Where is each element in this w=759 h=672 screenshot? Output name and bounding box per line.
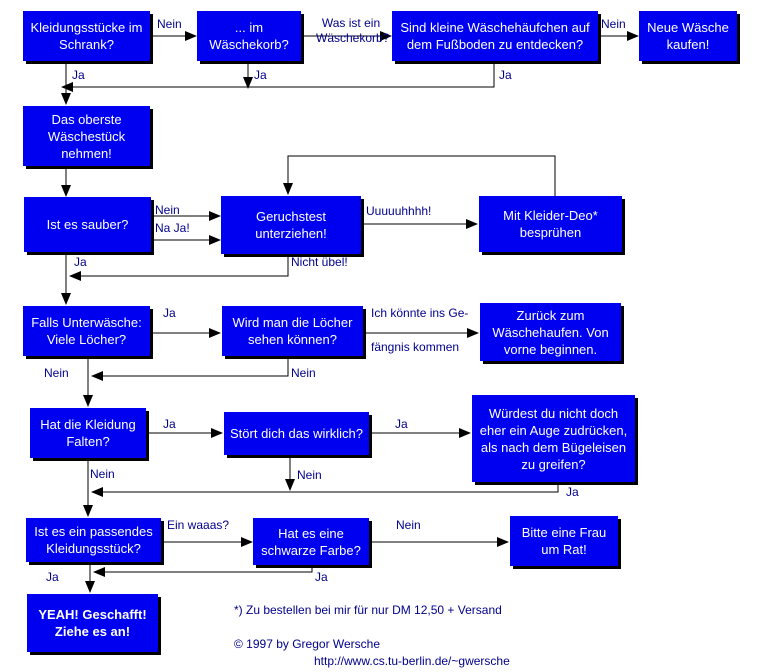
label-na-ja: Na Ja!	[155, 221, 190, 235]
label-nein: Nein	[44, 366, 69, 380]
label-ja: Ja	[499, 68, 512, 82]
label-ja: Ja	[72, 68, 85, 82]
label-ja: Ja	[566, 485, 579, 499]
label-uuuuhhhh: Uuuuuhhhh!	[366, 204, 432, 218]
box-im-waeschekorb: ... im Wäschekorb?	[197, 11, 301, 61]
box-falten: Hat die Kleidung Falten?	[30, 408, 146, 458]
label-ja: Ja	[74, 255, 87, 269]
edge-b7-b9	[69, 256, 289, 281]
box-zurueck-waeschehaufen: Zurück zum Wäschehaufen. Von vorne begin…	[480, 303, 621, 361]
label-ja: Ja	[46, 570, 59, 584]
box-loecher-sehen: Wird man die Löcher sehen können?	[222, 306, 363, 356]
box-passendes-kleidungsstueck: Ist es ein passendes Kleidungsstück?	[26, 518, 161, 562]
label-ja: Ja	[395, 417, 408, 431]
box-geschafft: YEAH! Geschafft! Ziehe es an!	[27, 594, 158, 652]
edge-b8-b7	[283, 155, 556, 196]
box-viele-loecher: Falls Unterwäsche: Viele Löcher?	[23, 306, 150, 356]
label-nein: Nein	[396, 518, 421, 532]
label-ein-waaas: Ein waaas?	[167, 518, 230, 532]
edge-b14-b15	[91, 484, 559, 497]
box-waeschehaeufchen: Sind kleine Wäschehäufchen auf dem Fußbo…	[392, 11, 598, 61]
box-kleider-deo: Mit Kleider-Deo* besprühen	[479, 196, 622, 252]
box-ist-es-sauber: Ist es sauber?	[24, 197, 151, 252]
edge-b3-b5	[61, 64, 495, 92]
label-gefaengnis-2: fängnis kommen	[371, 340, 460, 354]
box-geruchstest: Geruchstest unterziehen!	[221, 196, 361, 254]
label-nein: Nein	[155, 203, 180, 217]
box-kleidung-im-schrank: Kleidungsstücke im Schrank?	[23, 11, 150, 61]
box-auge-zudruecken: Würdest du nicht doch eher ein Auge zudr…	[472, 395, 635, 482]
label-nein: Nein	[90, 467, 115, 481]
copyright: © 1997 by Gregor Wersche	[234, 637, 381, 651]
label-nein: Nein	[291, 366, 316, 380]
label-ja: Ja	[163, 417, 176, 431]
label-nein: Nein	[157, 17, 182, 31]
label-ja: Ja	[254, 68, 267, 82]
label-nein: Nein	[601, 17, 626, 31]
author-url[interactable]: http://www.cs.tu-berlin.de/~gwersche	[314, 654, 510, 668]
footnote: *) Zu bestellen bei mir für nur DM 12,50…	[234, 603, 502, 617]
edge-b16-b18	[93, 566, 313, 577]
label-nein: Nein	[297, 468, 322, 482]
box-schwarze-farbe: Hat es eine schwarze Farbe?	[253, 518, 369, 565]
label-ja: Ja	[163, 306, 176, 320]
box-neue-waesche: Neue Wäsche kaufen!	[639, 11, 737, 61]
box-frau-um-rat: Bitte eine Frau um Rat!	[510, 516, 618, 566]
label-nicht-uebel: Nicht übel!	[291, 255, 348, 269]
box-stoert-dich: Stört dich das wirklich?	[224, 412, 369, 455]
box-oberstes-waeschestueck: Das oberste Wäschestück nehmen!	[23, 106, 150, 166]
label-gefaengnis-1: Ich könnte ins Ge-	[371, 306, 469, 320]
label-ja: Ja	[315, 570, 328, 584]
label-was-ist-ein-waeschekorb: Was ist ein Wäschekorb?	[316, 16, 390, 45]
edge-b10-b12	[91, 358, 289, 381]
